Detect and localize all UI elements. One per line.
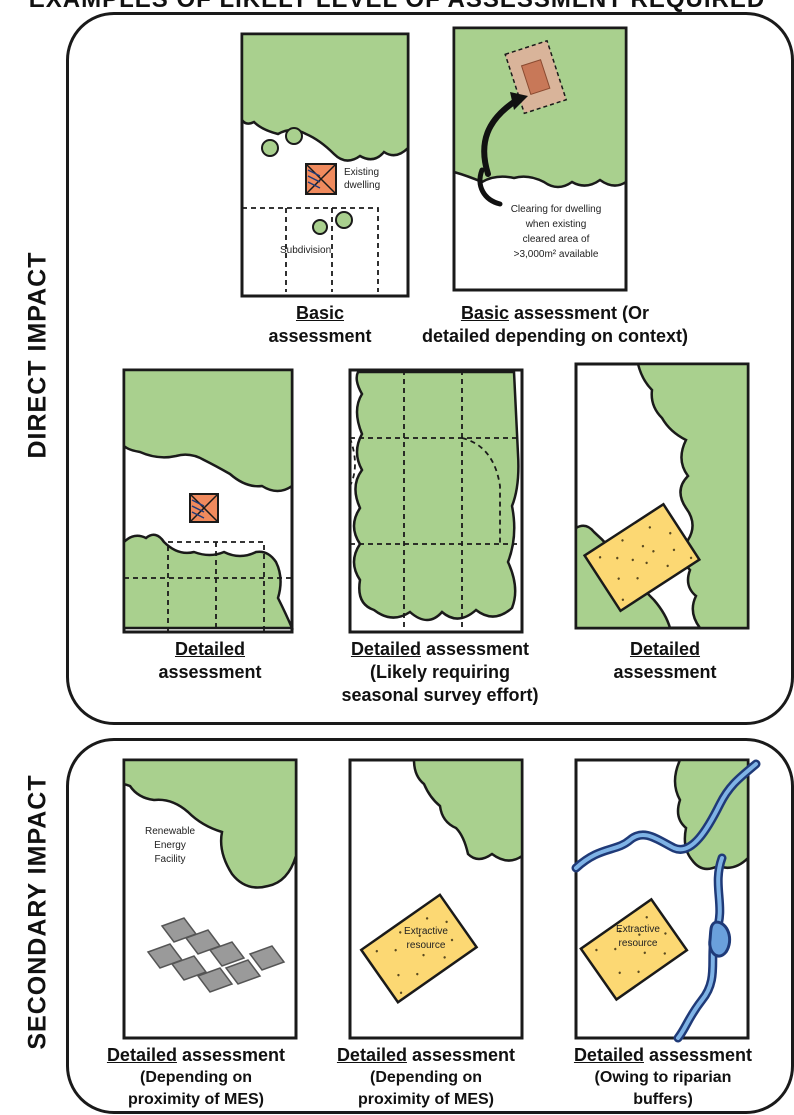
caption-emphasis: Detailed — [573, 1045, 644, 1065]
caption-emphasis: Detailed — [336, 1045, 407, 1065]
solar-panel-icon — [248, 945, 286, 971]
basic-clearing-tile: Clearing for dwelling when existing clea… — [452, 26, 628, 292]
vegetation-patch — [636, 362, 750, 630]
renewable-label-3: Facility — [154, 854, 185, 865]
direct-impact-panel — [66, 12, 794, 725]
resource-dots — [598, 526, 693, 601]
solar-panel-icon — [170, 955, 208, 981]
caption-rest: assessment — [420, 639, 530, 659]
caption-rest: assessment — [176, 1045, 286, 1065]
extractive-resource-area — [579, 897, 689, 1002]
clearing-note-line3: cleared area of — [523, 234, 590, 245]
caption-detailed-assessment-2: Detailed assessment — [590, 638, 740, 684]
tree-icon — [285, 127, 303, 145]
caption-rest: assessment (Or — [508, 303, 650, 323]
basic-subdivision-tile: Existing dwelling Subdivision — [240, 32, 410, 298]
caption-rest: assessment — [643, 1045, 753, 1065]
arrow-tail — [477, 167, 503, 207]
secondary-impact-label: SECONDARY IMPACT — [23, 774, 52, 1050]
existing-dwelling-icon — [305, 163, 337, 195]
caption-line: proximity of MES) — [127, 1091, 264, 1108]
vegetation-patch — [352, 370, 520, 622]
caption-line: assessment — [268, 326, 372, 346]
solar-panel-icon — [208, 941, 246, 967]
clearing-note-line2: when existing — [525, 219, 587, 230]
figure-title: EXAMPLES OF LIKELY LEVEL OF ASSESSMENT R… — [0, 0, 794, 14]
caption-basic-or-detailed: Basic assessment (Or detailed depending … — [400, 302, 710, 348]
pond-icon — [708, 920, 732, 958]
caption-emphasis: Basic — [460, 303, 509, 323]
tree-icon — [335, 211, 353, 229]
caption-rest: assessment — [406, 1045, 516, 1065]
detailed-forest-tile — [348, 368, 524, 634]
caption-line: buffers) — [633, 1091, 693, 1108]
renewable-label-1: Renewable — [145, 826, 195, 837]
vegetation-patch — [122, 758, 298, 889]
arrow-head-icon — [510, 92, 528, 110]
caption-line: proximity of MES) — [357, 1091, 494, 1108]
detailed-extractive-tile — [574, 362, 750, 630]
caption-line: (Depending on — [370, 1069, 482, 1086]
solar-panel-icon — [196, 967, 234, 993]
caption-detailed-extractive: Detailed assessment (Depending on proxim… — [316, 1044, 536, 1111]
tree-icon — [312, 219, 328, 235]
extractive-resource-area — [359, 893, 479, 1005]
dwelling-icon — [189, 493, 219, 523]
caption-line: assessment — [613, 662, 717, 682]
subdivision-label: Subdivision — [280, 245, 331, 256]
extractive-label-1: Extractive — [616, 924, 660, 935]
detailed-edge-tile — [122, 368, 294, 634]
extractive-label-2: resource — [407, 940, 446, 951]
extractive-label-2: resource — [619, 938, 658, 949]
solar-panel-icon — [224, 959, 262, 985]
tree-icon — [261, 139, 279, 157]
dwelling-label: dwelling — [344, 180, 380, 191]
caption-emphasis: Detailed — [106, 1045, 177, 1065]
caption-line: assessment — [158, 662, 262, 682]
vegetation-patch — [122, 533, 294, 630]
vegetation-patch — [240, 32, 410, 162]
caption-detailed-seasonal: Detailed assessment (Likely requiring se… — [320, 638, 560, 707]
river-channel — [571, 759, 761, 1043]
clearing-note-line4: >3,000m² available — [514, 249, 599, 260]
riparian-tile: Extractive resource — [571, 758, 761, 1043]
vegetation-patch — [412, 758, 524, 862]
solar-panel-array — [146, 917, 286, 993]
existing-label: Existing — [344, 167, 379, 178]
renewable-energy-tile: Renewable Energy Facility — [122, 758, 298, 1040]
caption-basic-assessment: Basic assessment — [250, 302, 390, 348]
extractive-resource-area — [582, 502, 702, 613]
clearing-note-line1: Clearing for dwelling — [511, 204, 602, 215]
subdivision-lines — [349, 370, 522, 632]
extractive-label-1: Extractive — [404, 926, 448, 937]
caption-line: (Likely requiring — [369, 662, 511, 682]
resource-dots — [375, 917, 454, 994]
direct-impact-label: DIRECT IMPACT — [23, 251, 52, 459]
caption-detailed-assessment: Detailed assessment — [140, 638, 280, 684]
vegetation-patch — [122, 368, 294, 493]
caption-emphasis: Basic — [295, 303, 345, 323]
caption-line: seasonal survey effort) — [341, 685, 539, 705]
renewable-label-2: Energy — [154, 840, 186, 851]
caption-emphasis: Detailed — [350, 639, 421, 659]
extractive-resource-tile: Extractive resource — [348, 758, 524, 1040]
caption-detailed-riparian: Detailed assessment (Owing to riparian b… — [548, 1044, 778, 1111]
subdivision-lines — [242, 207, 379, 292]
secondary-impact-panel — [66, 738, 794, 1114]
caption-emphasis: Detailed — [629, 639, 701, 659]
arrow-curve — [481, 99, 517, 177]
caption-emphasis: Detailed — [174, 639, 246, 659]
caption-line: (Owing to riparian — [594, 1069, 732, 1086]
resource-dots — [595, 916, 667, 975]
subdivision-lines — [124, 541, 292, 632]
caption-line: (Depending on — [140, 1069, 252, 1086]
caption-detailed-renewable: Detailed assessment (Depending on proxim… — [86, 1044, 306, 1111]
caption-line: detailed depending on context) — [421, 326, 688, 346]
